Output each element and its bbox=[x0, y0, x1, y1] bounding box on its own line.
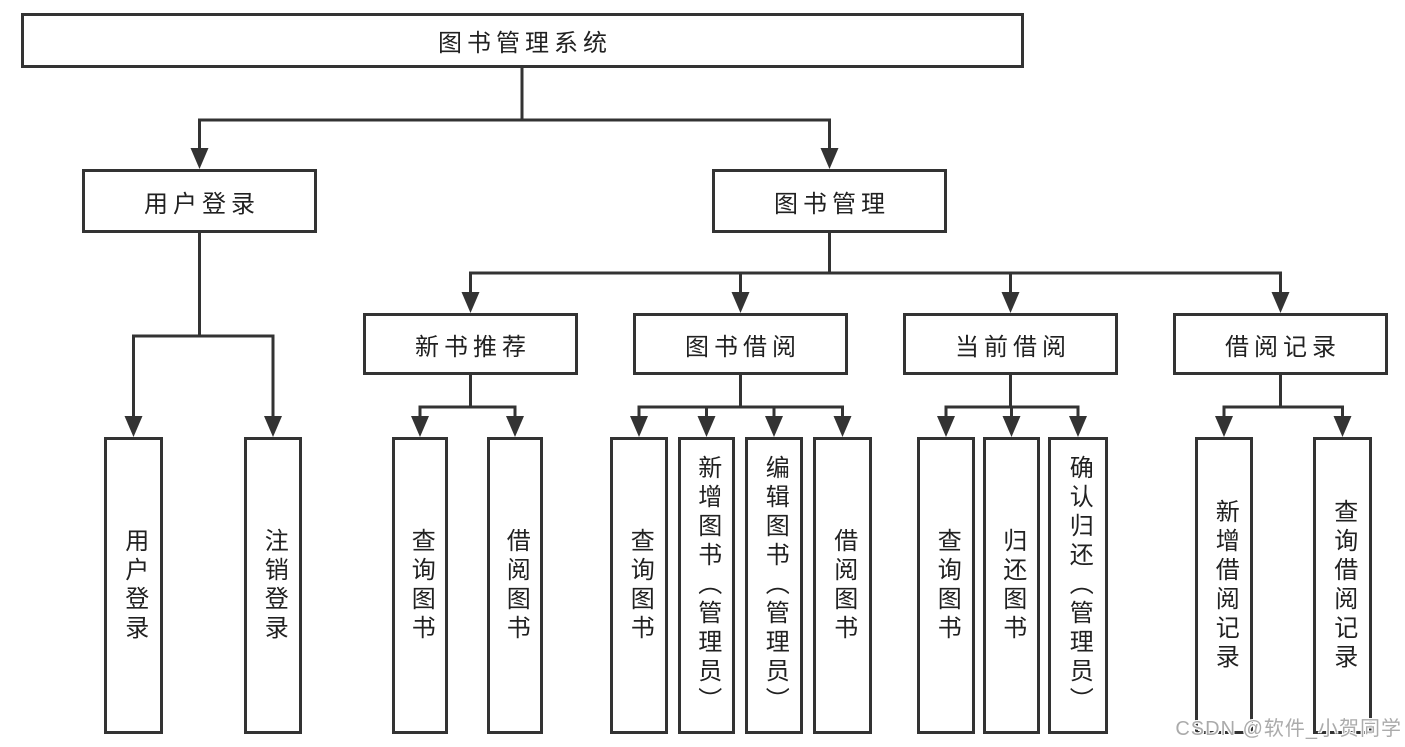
leaf-user-login: 用户登录 bbox=[104, 437, 163, 734]
node-book-mgmt: 图书管理 bbox=[712, 169, 947, 233]
node-borrow-records: 借阅记录 bbox=[1173, 313, 1388, 375]
leaf-bb-query-book: 查询图书 bbox=[610, 437, 668, 734]
leaf-br-add-record-label: 新增借阅记录 bbox=[1211, 498, 1239, 673]
leaf-logout: 注销登录 bbox=[244, 437, 302, 734]
leaf-cb-return-book-label: 归还图书 bbox=[998, 527, 1026, 644]
arrowhead-borrow-records bbox=[1271, 292, 1290, 313]
leaf-logout-label: 注销登录 bbox=[260, 527, 288, 644]
arrowhead-new-book-recommend bbox=[461, 292, 480, 313]
leaf-br-query-record-label: 查询借阅记录 bbox=[1329, 498, 1357, 673]
leaf-br-add-record: 新增借阅记录 bbox=[1195, 437, 1253, 734]
leaf-nb-borrow-book: 借阅图书 bbox=[487, 437, 543, 734]
leaf-bb-edit-book-label: 编辑图书（管理员） bbox=[761, 455, 789, 716]
arrowhead-cb-return-book bbox=[1002, 416, 1021, 437]
leaf-nb-query-book: 查询图书 bbox=[392, 437, 448, 734]
arrowhead-br-query-record bbox=[1333, 416, 1352, 437]
csdn-watermark: CSDN @软件_小贺同学 bbox=[1175, 718, 1402, 740]
leaf-cb-confirm-return: 确认归还（管理员） bbox=[1048, 437, 1108, 734]
arrowhead-bb-query-book bbox=[630, 416, 648, 437]
leaf-bb-add-book: 新增图书（管理员） bbox=[678, 437, 735, 734]
arrowhead-br-add-record bbox=[1215, 416, 1233, 437]
node-book-borrow: 图书借阅 bbox=[633, 313, 848, 375]
connector-borrow-records-to-leaves bbox=[1222, 373, 1344, 420]
leaf-user-login-label: 用户登录 bbox=[120, 527, 148, 644]
arrowhead-bb-add-book bbox=[697, 416, 716, 437]
node-borrow-records-label: 借阅记录 bbox=[1225, 333, 1341, 361]
node-current-borrow: 当前借阅 bbox=[903, 313, 1118, 375]
connector-current-borrow-to-leaves bbox=[944, 373, 1080, 420]
node-book-borrow-label: 图书借阅 bbox=[685, 333, 801, 361]
leaf-bb-query-book-label: 查询图书 bbox=[626, 527, 654, 644]
arrowhead-cb-query-book bbox=[937, 416, 955, 437]
leaf-bb-borrow-book: 借阅图书 bbox=[813, 437, 872, 734]
leaf-cb-query-book-label: 查询图书 bbox=[933, 527, 961, 644]
arrowhead-cb-confirm-return bbox=[1069, 416, 1087, 437]
connector-new-book-recommend-to-leaves bbox=[418, 373, 517, 420]
arrowhead-leaf-logout bbox=[264, 416, 282, 437]
arrowhead-bb-edit-book bbox=[765, 416, 783, 437]
leaf-cb-query-book: 查询图书 bbox=[917, 437, 975, 734]
node-current-borrow-label: 当前借阅 bbox=[955, 333, 1071, 361]
leaf-bb-edit-book: 编辑图书（管理员） bbox=[745, 437, 803, 734]
node-new-book-recommend-label: 新书推荐 bbox=[415, 333, 531, 361]
leaf-cb-return-book: 归还图书 bbox=[983, 437, 1040, 734]
leaf-bb-add-book-label: 新增图书（管理员） bbox=[693, 455, 721, 716]
leaf-bb-borrow-book-label: 借阅图书 bbox=[829, 527, 857, 644]
leaf-nb-borrow-book-label: 借阅图书 bbox=[502, 527, 530, 644]
connector-root-to-level2 bbox=[198, 66, 831, 152]
arrowhead-book-mgmt bbox=[820, 148, 839, 169]
node-user-login: 用户登录 bbox=[82, 169, 317, 233]
node-root-label: 图书管理系统 bbox=[438, 30, 612, 57]
arrowhead-current-borrow bbox=[1001, 292, 1020, 313]
node-user-login-label: 用户登录 bbox=[144, 190, 260, 218]
arrowhead-user-login bbox=[190, 148, 209, 169]
connector-book-borrow-to-leaves bbox=[637, 373, 844, 420]
arrowhead-leaf-user-login bbox=[124, 416, 143, 437]
arrowhead-bb-borrow-book bbox=[833, 416, 852, 437]
connector-book-mgmt-to-level3 bbox=[469, 231, 1282, 296]
arrowhead-nb-borrow-book bbox=[506, 416, 524, 437]
leaf-cb-confirm-return-label: 确认归还（管理员） bbox=[1065, 455, 1093, 716]
connector-user-login-to-leaves bbox=[132, 231, 275, 420]
arrowhead-book-borrow bbox=[731, 292, 750, 313]
node-new-book-recommend: 新书推荐 bbox=[363, 313, 578, 375]
leaf-nb-query-book-label: 查询图书 bbox=[407, 527, 435, 644]
arrowhead-nb-query-book bbox=[411, 416, 429, 437]
node-book-mgmt-label: 图书管理 bbox=[774, 190, 890, 218]
leaf-br-query-record: 查询借阅记录 bbox=[1313, 437, 1372, 734]
node-root: 图书管理系统 bbox=[21, 13, 1024, 68]
